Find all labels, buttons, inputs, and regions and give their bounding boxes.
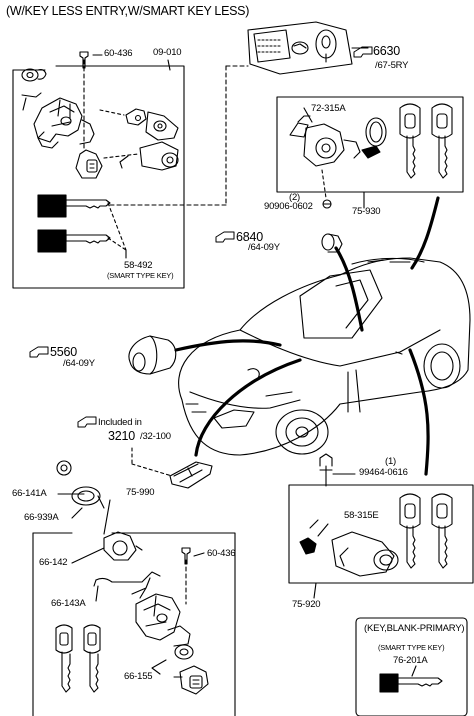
included-in-sub: /32-100 <box>140 431 171 442</box>
part-label-90906-0602: 90906-0602 <box>264 201 313 212</box>
door-lock-cylinder <box>128 335 177 375</box>
part-label-66-143A: 66-143A <box>51 598 86 609</box>
part-label-99464-0616: 99464-0616 <box>359 467 408 478</box>
part-label-75-990: 75-990 <box>126 487 155 498</box>
ref-6840-number: 6840 <box>236 230 264 244</box>
steering-lock-assembly-top <box>21 51 179 259</box>
ref-5560-sub: /64-09Y <box>63 358 95 369</box>
door-lock-box <box>288 453 474 599</box>
diagram-title: (W/KEY LESS ENTRY,W/SMART KEY LESS) <box>6 4 250 18</box>
keyless-receiver-module <box>109 21 369 206</box>
part-label-58-315E: 58-315E <box>344 510 379 521</box>
part-label-60-436-bottom: 60-436 <box>207 548 236 559</box>
ref-6840: 6840 <box>236 230 263 244</box>
transponder-box <box>276 96 464 209</box>
part-label-66-141A: 66-141A <box>12 488 47 499</box>
lower-lock-parts <box>55 460 209 695</box>
lower-lock-box <box>32 532 236 716</box>
ref-5560-number: 5560 <box>50 345 78 359</box>
ref-6630: 6630 <box>373 44 400 58</box>
part-label-66-155: 66-155 <box>124 671 153 682</box>
key-blank-note: (SMART TYPE KEY) <box>378 643 445 652</box>
part-label-66-142: 66-142 <box>39 557 68 568</box>
part-label-72-315A: 72-315A <box>311 103 346 114</box>
part-label-09-010: 09-010 <box>153 47 182 58</box>
part-label-75-920: 75-920 <box>292 599 321 610</box>
door-handle-part <box>131 447 213 489</box>
door-lock-cylinder-small <box>321 233 343 253</box>
ref-6630-number: 6630 <box>373 44 401 58</box>
included-in-text: Included in <box>98 417 142 428</box>
key-blank-box <box>355 617 468 716</box>
hand-pointers <box>29 46 373 428</box>
part-label-75-930: 75-930 <box>352 206 381 217</box>
part-note-smart-type-key: (SMART TYPE KEY) <box>107 271 174 280</box>
part-qty-2: (2) <box>289 192 301 203</box>
key-blank-title: (KEY,BLANK-PRIMARY) <box>364 623 465 634</box>
part-label-58-492: 58-492 <box>124 260 153 271</box>
ref-6630-sub: /67-5RY <box>375 60 409 71</box>
part-label-66-939A: 66-939A <box>24 512 59 523</box>
part-label-60-436-top: 60-436 <box>104 48 133 59</box>
part-qty-1: (1) <box>385 456 397 467</box>
ref-5560: 5560 <box>50 345 77 359</box>
included-in-number: 3210 <box>108 429 136 443</box>
upper-lock-assembly-box <box>12 65 185 289</box>
ref-6840-sub: /64-09Y <box>248 242 280 253</box>
part-label-76-201A: 76-201A <box>393 655 428 666</box>
car-illustration <box>178 257 471 456</box>
callout-curves <box>174 196 440 476</box>
